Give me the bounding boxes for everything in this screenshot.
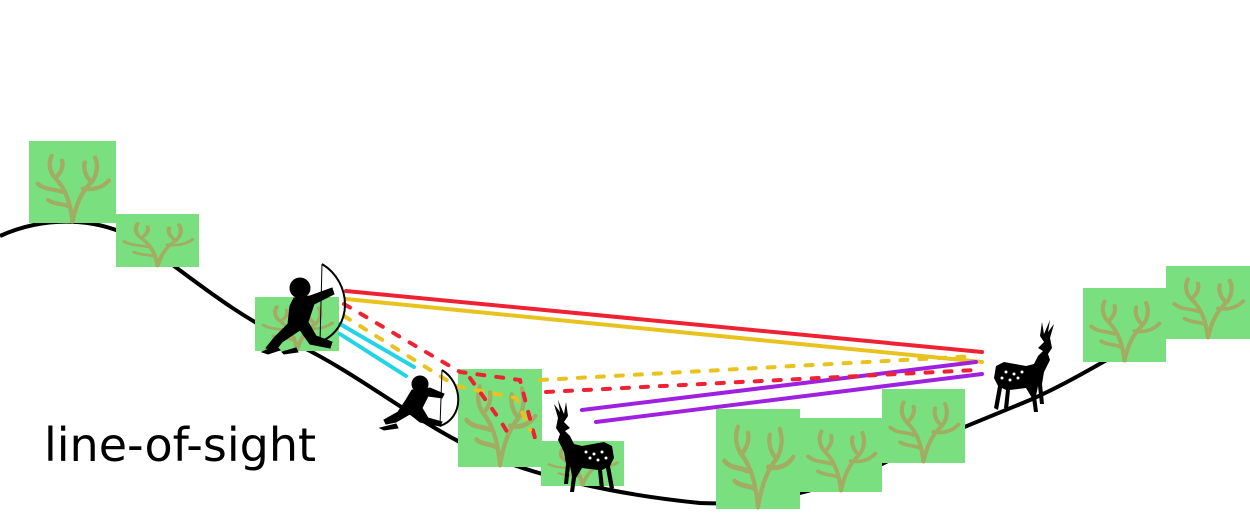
yellow-dotted-line (538, 354, 978, 382)
caption: line-of-sight (44, 418, 317, 472)
bush-icon (116, 214, 199, 267)
sight-lines (338, 289, 984, 444)
bush-icon (716, 409, 800, 509)
red-sight-line (344, 289, 984, 354)
bush-icon (1166, 266, 1250, 339)
purple-sight-line (594, 372, 984, 424)
bush-icon (800, 418, 882, 492)
bush-icon (29, 141, 116, 223)
cyan-sight-line (338, 322, 416, 369)
red-dotted-line (544, 368, 978, 394)
bush-icon (1083, 288, 1166, 362)
yellow-sight-line (344, 297, 984, 364)
terrain-line (0, 219, 1250, 506)
yellow-dotted-line (342, 314, 532, 432)
cyan-sight-line (338, 332, 408, 378)
bush-icon (882, 389, 965, 463)
red-dotted-line (468, 376, 514, 442)
deer-icon (994, 320, 1054, 412)
purple-sight-line (580, 360, 978, 412)
red-dotted-line (342, 302, 538, 444)
